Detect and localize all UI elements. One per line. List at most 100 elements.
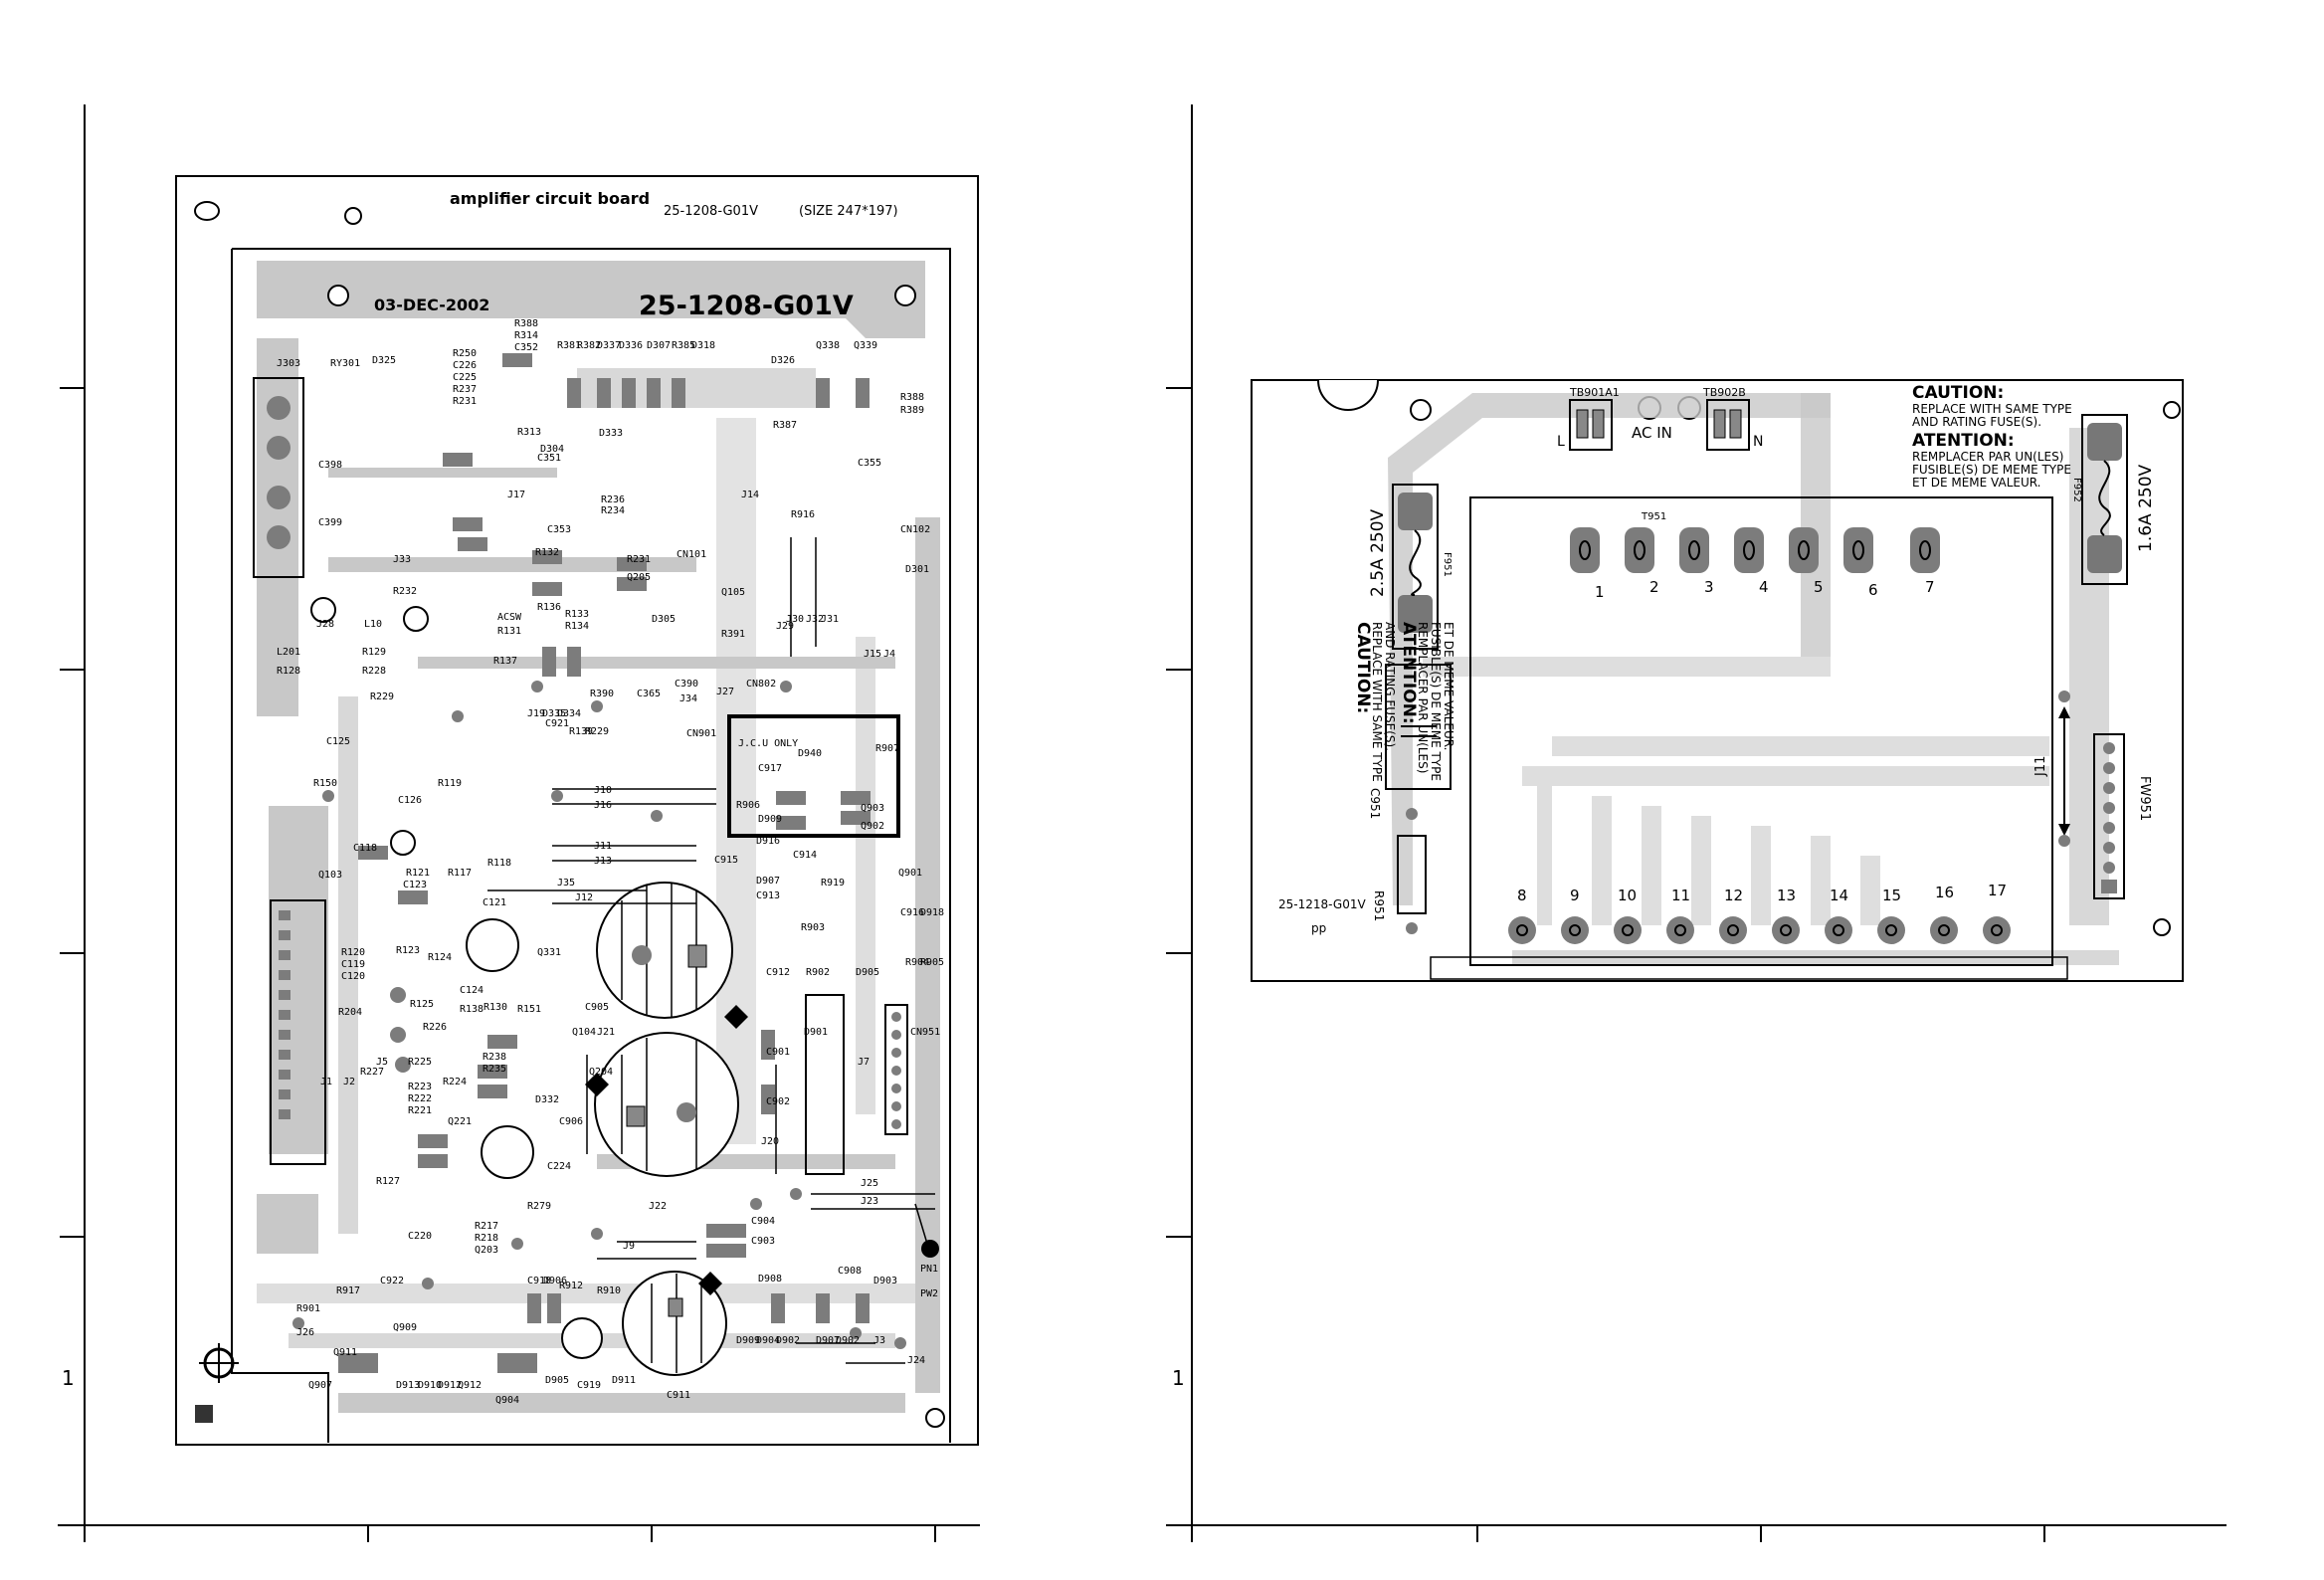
n-label: N [1753,434,1763,450]
component-label: D913 [396,1380,420,1391]
component-label: J3 [873,1335,885,1346]
atention-line3-rotated: ET DE MEME VALEUR. [1442,622,1455,750]
component-label: D903 [873,1276,897,1286]
amp-board-date: 03-DEC-2002 [374,296,489,314]
component-label: C903 [751,1236,775,1247]
amplifier-board: amplifier circuit board 25-1208-G01V (SI… [175,175,979,1446]
component-label: C912 [766,967,790,978]
component-label: D318 [691,340,715,351]
transformer-label: T951 [1641,511,1666,522]
fuse1-rating: 2.5A 250V [1368,508,1388,597]
component-label: ACSW [497,612,522,623]
component-label: R237 [453,384,477,395]
component-label: C919 [577,1380,601,1391]
component-label: J2 [343,1077,355,1087]
component-label: D326 [771,355,795,366]
component-label: C921 [545,718,569,729]
component-label: R902 [806,967,830,978]
component-label: J12 [575,892,593,903]
component-label: L201 [277,647,300,658]
component-label: R390 [590,689,614,699]
pin-number: 13 [1777,887,1796,904]
component-label: C352 [514,342,538,353]
component-label: R314 [514,330,538,341]
component-label: Q331 [537,947,561,958]
component-label: D910 [418,1380,442,1391]
pin-number: 16 [1935,884,1954,901]
component-label: D940 [798,748,822,759]
component-label: D902 [776,1335,800,1346]
component-label: J28 [316,619,334,630]
component-label: R910 [597,1285,621,1296]
transformer-pins-bottom [1508,916,2011,944]
component-label: R388 [514,318,538,329]
component-label: R150 [313,778,337,789]
amp-component-labels: J303 RY301 D325 R250 C226 C225 R237 R231… [277,318,944,1406]
component-label: C908 [838,1266,862,1277]
component-label: R229 [370,691,394,702]
component-label: J23 [861,1196,878,1207]
component-label: D901 [804,1027,828,1038]
component-label: J27 [716,687,734,697]
component-label: R388 [900,392,924,403]
component-label: Q912 [458,1380,482,1391]
fuse1-name: F951 [1442,552,1452,577]
component-label: R279 [527,1201,551,1212]
component-label: C913 [756,890,780,901]
component-label: C119 [341,959,365,970]
component-label: R131 [497,626,521,637]
component-label: C355 [858,458,881,469]
component-label: Q221 [448,1116,472,1127]
component-label: C901 [766,1047,790,1058]
component-label: C398 [318,460,342,471]
component-label: R123 [396,945,420,956]
component-label: J20 [761,1136,779,1147]
component-label: D909 [758,814,782,825]
component-label: L10 [364,619,382,630]
component-label: D336 [619,340,643,351]
component-label: PW2 [920,1288,938,1299]
component-label: R235 [483,1064,506,1075]
psu-part-number: 25-1218-G01V [1278,897,1366,911]
component-label: J1 [320,1077,332,1087]
component-label: R231 [453,396,477,407]
rotated-caution-block: CAUTION: REPLACE WITH SAME TYPE AND RATI… [1353,622,1455,782]
component-label: J22 [649,1201,667,1212]
pin-number: 8 [1517,887,1527,904]
component-label: C917 [758,763,782,774]
component-label: R217 [475,1221,498,1232]
component-label: J35 [557,878,575,889]
pin-number: 11 [1671,887,1690,904]
component-label: R226 [423,1022,447,1033]
component-label: D912 [438,1380,462,1391]
component-label: C916 [900,907,924,918]
component-label: R117 [448,868,472,879]
atention-title: ATENTION: [1912,431,2015,451]
caution-line1: REPLACE WITH SAME TYPE [1912,402,2072,416]
component-label: J15 [864,649,881,660]
component-label: J25 [861,1178,878,1189]
component-label: R223 [408,1082,432,1092]
component-label: J9 [623,1241,635,1252]
component-label: R224 [443,1077,467,1087]
component-label: R133 [565,609,589,620]
right-page-mark: 1 [1172,1366,1185,1390]
component-label: PN1 [920,1264,938,1275]
component-label: D304 [540,444,564,455]
component-label: R124 [428,952,452,963]
component-label: D907 [816,1335,840,1346]
pin-numbers-top: 1 2 3 4 5 6 7 [1595,578,1935,601]
connector-b-label: TB902B [1702,386,1746,399]
component-label: R238 [483,1052,506,1063]
pin-number: 10 [1618,887,1637,904]
component-label: R227 [360,1067,384,1078]
component-label: C118 [353,843,377,854]
component-label: CN102 [900,524,930,535]
component-label: Q903 [861,803,884,814]
jumper-label: J11 [2034,756,2048,777]
capacitor-label: C951 [1368,788,1382,819]
component-label: C224 [547,1161,571,1172]
component-label: C121 [483,897,506,908]
component-label: CN101 [677,549,706,560]
